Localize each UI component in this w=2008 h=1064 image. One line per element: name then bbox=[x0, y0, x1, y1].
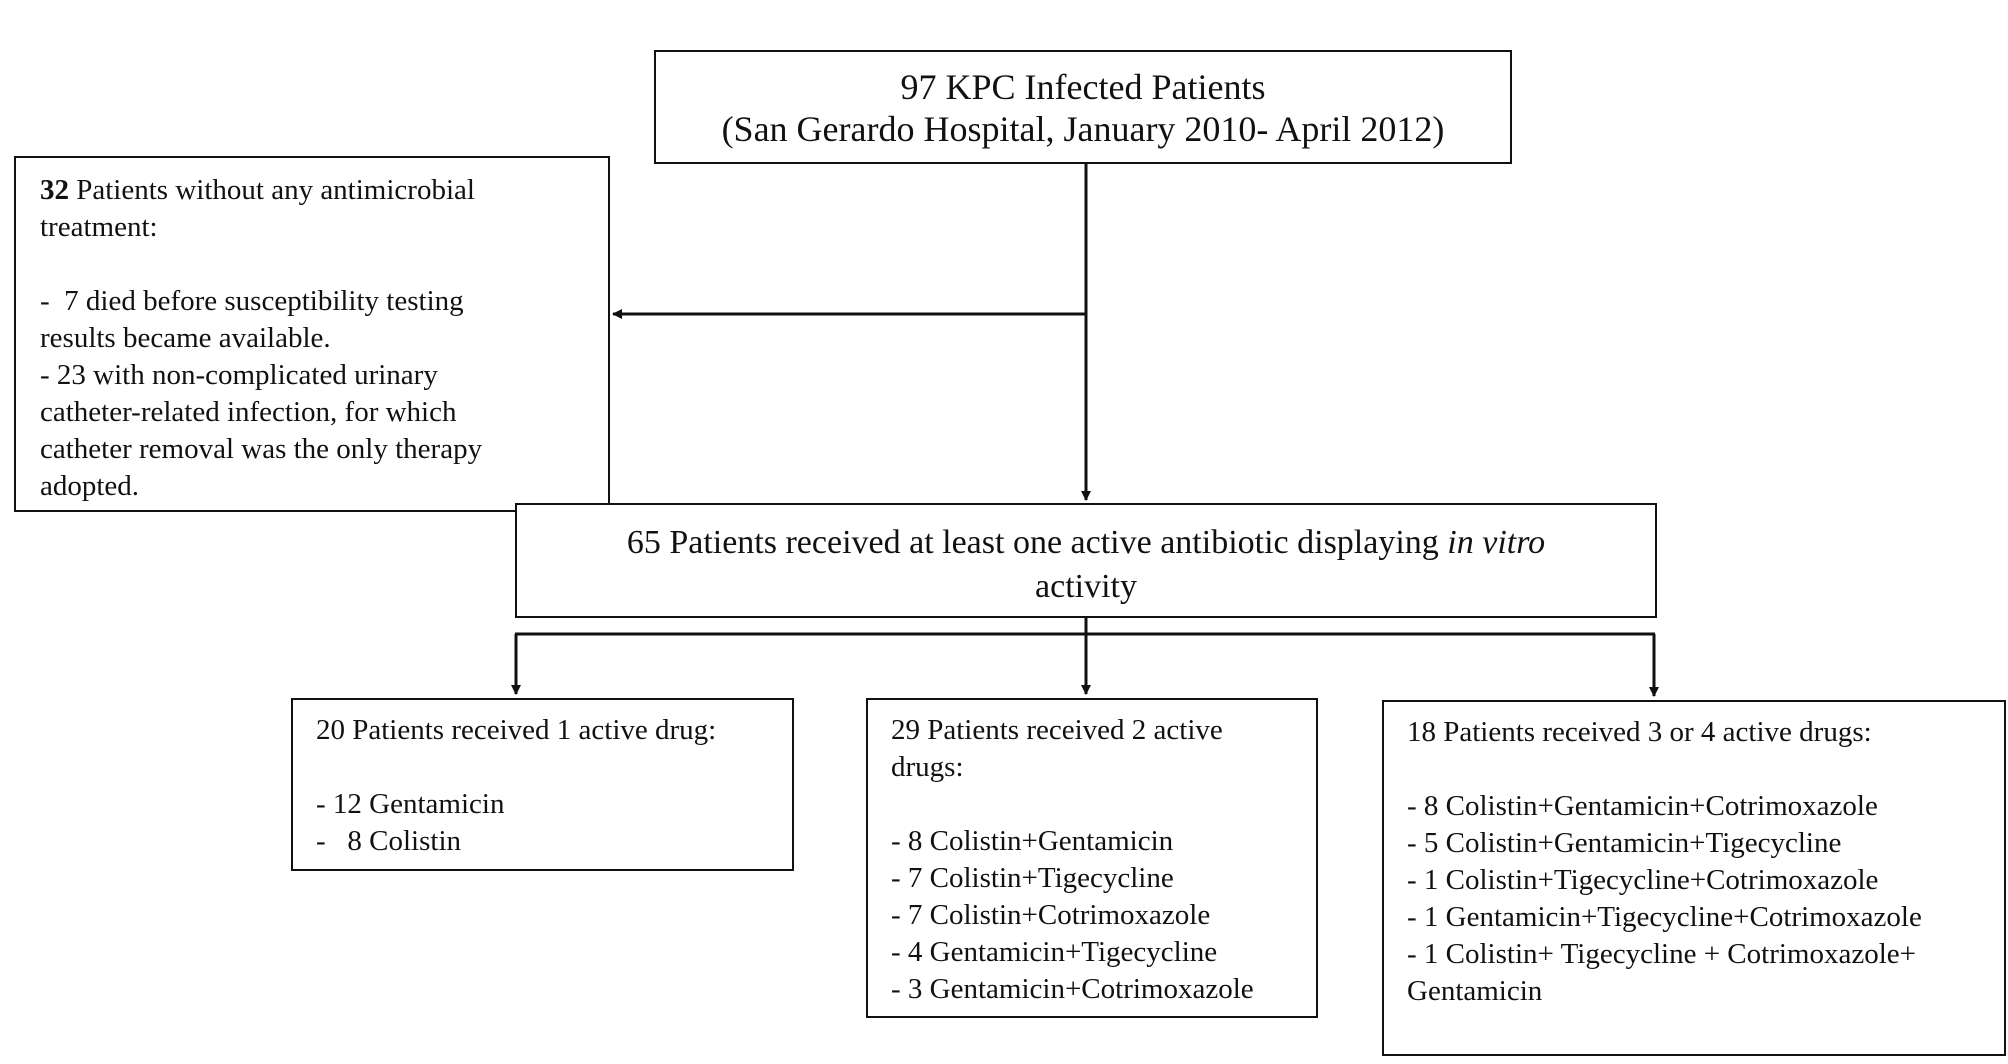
untreated-item: catheter-related infection, for which bbox=[40, 396, 457, 428]
list-item: - 1 Colistin+Tigecycline+Cotrimoxazole bbox=[1407, 864, 1879, 896]
list-item: - 3 Gentamicin+Cotrimoxazole bbox=[891, 973, 1254, 1005]
untreated-header-text: Patients without any antimicrobial bbox=[69, 174, 475, 206]
list-item: - 8 Colistin bbox=[316, 825, 462, 857]
untreated-item: catheter removal was the only therapy bbox=[40, 433, 483, 465]
list-item: - 8 Colistin+Gentamicin bbox=[891, 825, 1174, 857]
list-item: - 8 Colistin+Gentamicin+Cotrimoxazole bbox=[1407, 790, 1878, 822]
untreated-item: - 23 with non-complicated urinary bbox=[40, 359, 438, 391]
treated-title-cont: activity bbox=[1035, 568, 1137, 605]
group-header-cont: drugs: bbox=[891, 751, 964, 783]
three-four-drugs-box: 18 Patients received 3 or 4 active drugs… bbox=[1382, 700, 2006, 1056]
list-item: - 12 Gentamicin bbox=[316, 788, 505, 820]
two-drugs-box: 29 Patients received 2 active drugs: - 8… bbox=[866, 698, 1318, 1018]
group-header: 20 Patients received 1 active drug: bbox=[316, 714, 717, 746]
total-patients-title: 97 KPC Infected Patients bbox=[900, 67, 1266, 107]
in-vitro-italic: in vitro bbox=[1447, 524, 1546, 561]
untreated-item: adopted. bbox=[40, 470, 140, 502]
untreated-item: - 7 died before susceptibility testing bbox=[40, 285, 464, 317]
untreated-patients-box: 32 Patients without any antimicrobial tr… bbox=[14, 156, 610, 512]
treated-patients-box: 65 Patients received at least one active… bbox=[515, 503, 1657, 618]
list-item: - 1 Gentamicin+Tigecycline+Cotrimoxazole bbox=[1407, 901, 1922, 933]
untreated-count: 32 bbox=[40, 174, 69, 206]
list-item: - 4 Gentamicin+Tigecycline bbox=[891, 936, 1218, 968]
group-header: 29 Patients received 2 active bbox=[891, 714, 1223, 746]
untreated-header: 32 Patients without any antimicrobial bbox=[40, 172, 608, 209]
untreated-item: results became available. bbox=[40, 322, 331, 354]
list-item: - 7 Colistin+Tigecycline bbox=[891, 862, 1174, 894]
total-patients-box: 97 KPC Infected Patients (San Gerardo Ho… bbox=[654, 50, 1512, 164]
total-patients-subtitle: (San Gerardo Hospital, January 2010- Apr… bbox=[721, 109, 1445, 149]
list-item: Gentamicin bbox=[1407, 975, 1543, 1007]
list-item: - 5 Colistin+Gentamicin+Tigecycline bbox=[1407, 827, 1842, 859]
list-item: - 7 Colistin+Cotrimoxazole bbox=[891, 899, 1211, 931]
treated-title: 65 Patients received at least one active… bbox=[626, 524, 1546, 561]
list-item: - 1 Colistin+ Tigecycline + Cotrimoxazol… bbox=[1407, 938, 1917, 970]
untreated-header-cont: treatment: bbox=[40, 211, 158, 243]
group-header: 18 Patients received 3 or 4 active drugs… bbox=[1407, 716, 1872, 748]
one-drug-box: 20 Patients received 1 active drug: - 12… bbox=[291, 698, 794, 871]
